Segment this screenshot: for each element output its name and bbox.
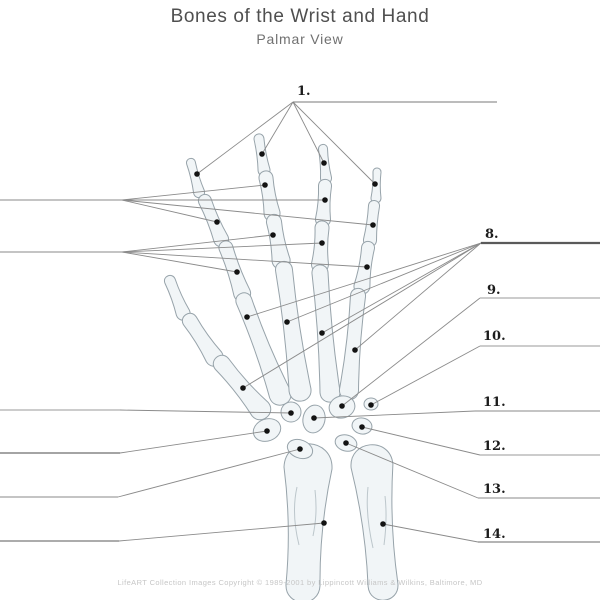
leader-14 (382, 523, 479, 543)
marker-dot (319, 330, 325, 336)
leader-middle-phalanges (121, 199, 218, 223)
leader-metacarpals (286, 242, 482, 323)
marker-dot (259, 151, 265, 157)
marker-dot (240, 385, 246, 391)
radius-ridge-line (312, 489, 317, 537)
leader-left-5 (117, 448, 301, 498)
number-label-1: 1. (297, 84, 311, 99)
marker-dot (194, 171, 200, 177)
page-title: Bones of the Wrist and Hand (170, 6, 430, 27)
leader-proximal-phalanges (121, 251, 238, 273)
marker-dot (214, 219, 220, 225)
number-label-8: 8. (485, 227, 499, 242)
thumb-distal-phalanx-bone (163, 274, 191, 321)
leader-metacarpals (354, 242, 482, 351)
leader-middle-phalanges (121, 199, 374, 226)
marker-dot (244, 314, 250, 320)
leader-distal-phalanges (292, 101, 325, 164)
marker-dot (270, 232, 276, 238)
leader-left-4 (119, 430, 268, 454)
leader-proximal-phalanges (121, 242, 323, 253)
little-metacarpal-bone (338, 287, 367, 401)
leader-metacarpals (321, 242, 482, 334)
marker-dot (343, 440, 349, 446)
marker-dot (297, 446, 303, 452)
radius-ridge-line (294, 486, 300, 546)
marker-dot (321, 520, 327, 526)
marker-dot (359, 424, 365, 430)
number-label-14: 14. (483, 527, 506, 542)
radius-bone (283, 443, 333, 600)
leader-proximal-phalanges (121, 234, 274, 253)
leader-distal-phalanges (196, 101, 294, 175)
page-subtitle: Palmar View (256, 31, 344, 47)
index-middle-phalanx-bone (197, 193, 230, 248)
marker-dot (380, 521, 386, 527)
marker-dot (368, 402, 374, 408)
leader-proximal-phalanges (121, 251, 368, 268)
thumb-proximal-phalanx-bone (181, 312, 224, 367)
leader-distal-phalanges (261, 101, 294, 155)
marker-dot (352, 347, 358, 353)
marker-dot (319, 240, 325, 246)
number-label-13: 13. (483, 482, 506, 497)
number-label-9: 9. (487, 283, 501, 298)
ulna-bone (350, 444, 399, 600)
leader-left-3 (119, 409, 292, 414)
marker-dot (364, 264, 370, 270)
ulna-ridge-line (383, 495, 387, 546)
ring-metacarpal-bone (311, 264, 341, 403)
leader-metacarpals (242, 242, 482, 389)
leader-9 (341, 297, 481, 407)
marker-dot (264, 428, 270, 434)
leader-distal-phalanges (292, 101, 376, 185)
number-label-10: 10. (483, 329, 506, 344)
leader-13 (345, 442, 479, 499)
marker-dot (372, 181, 378, 187)
marker-dot (322, 197, 328, 203)
little-proximal-phalanx-bone (353, 240, 375, 295)
index-distal-phalanx-bone (186, 157, 205, 199)
leader-11 (313, 410, 476, 419)
marker-dot (321, 160, 327, 166)
marker-dot (311, 415, 317, 421)
marker-dot (234, 269, 240, 275)
marker-dot (288, 410, 294, 416)
leader-10 (370, 345, 481, 406)
number-label-11: 11. (483, 395, 506, 410)
marker-dot (370, 222, 376, 228)
ring-middle-phalanx-bone (314, 178, 333, 228)
number-label-12: 12. (483, 439, 506, 454)
middle-metacarpal-bone (275, 260, 312, 402)
marker-dot (262, 182, 268, 188)
leader-12 (361, 426, 481, 456)
leader-middle-phalanges (121, 184, 266, 201)
leader-left-6 (118, 522, 325, 542)
marker-dot (339, 403, 345, 409)
ulna-ridge-line (366, 486, 374, 549)
marker-dot (284, 319, 290, 325)
copyright-line: LifeART Collection Images Copyright © 19… (117, 578, 483, 587)
leader-metacarpals (246, 242, 482, 318)
